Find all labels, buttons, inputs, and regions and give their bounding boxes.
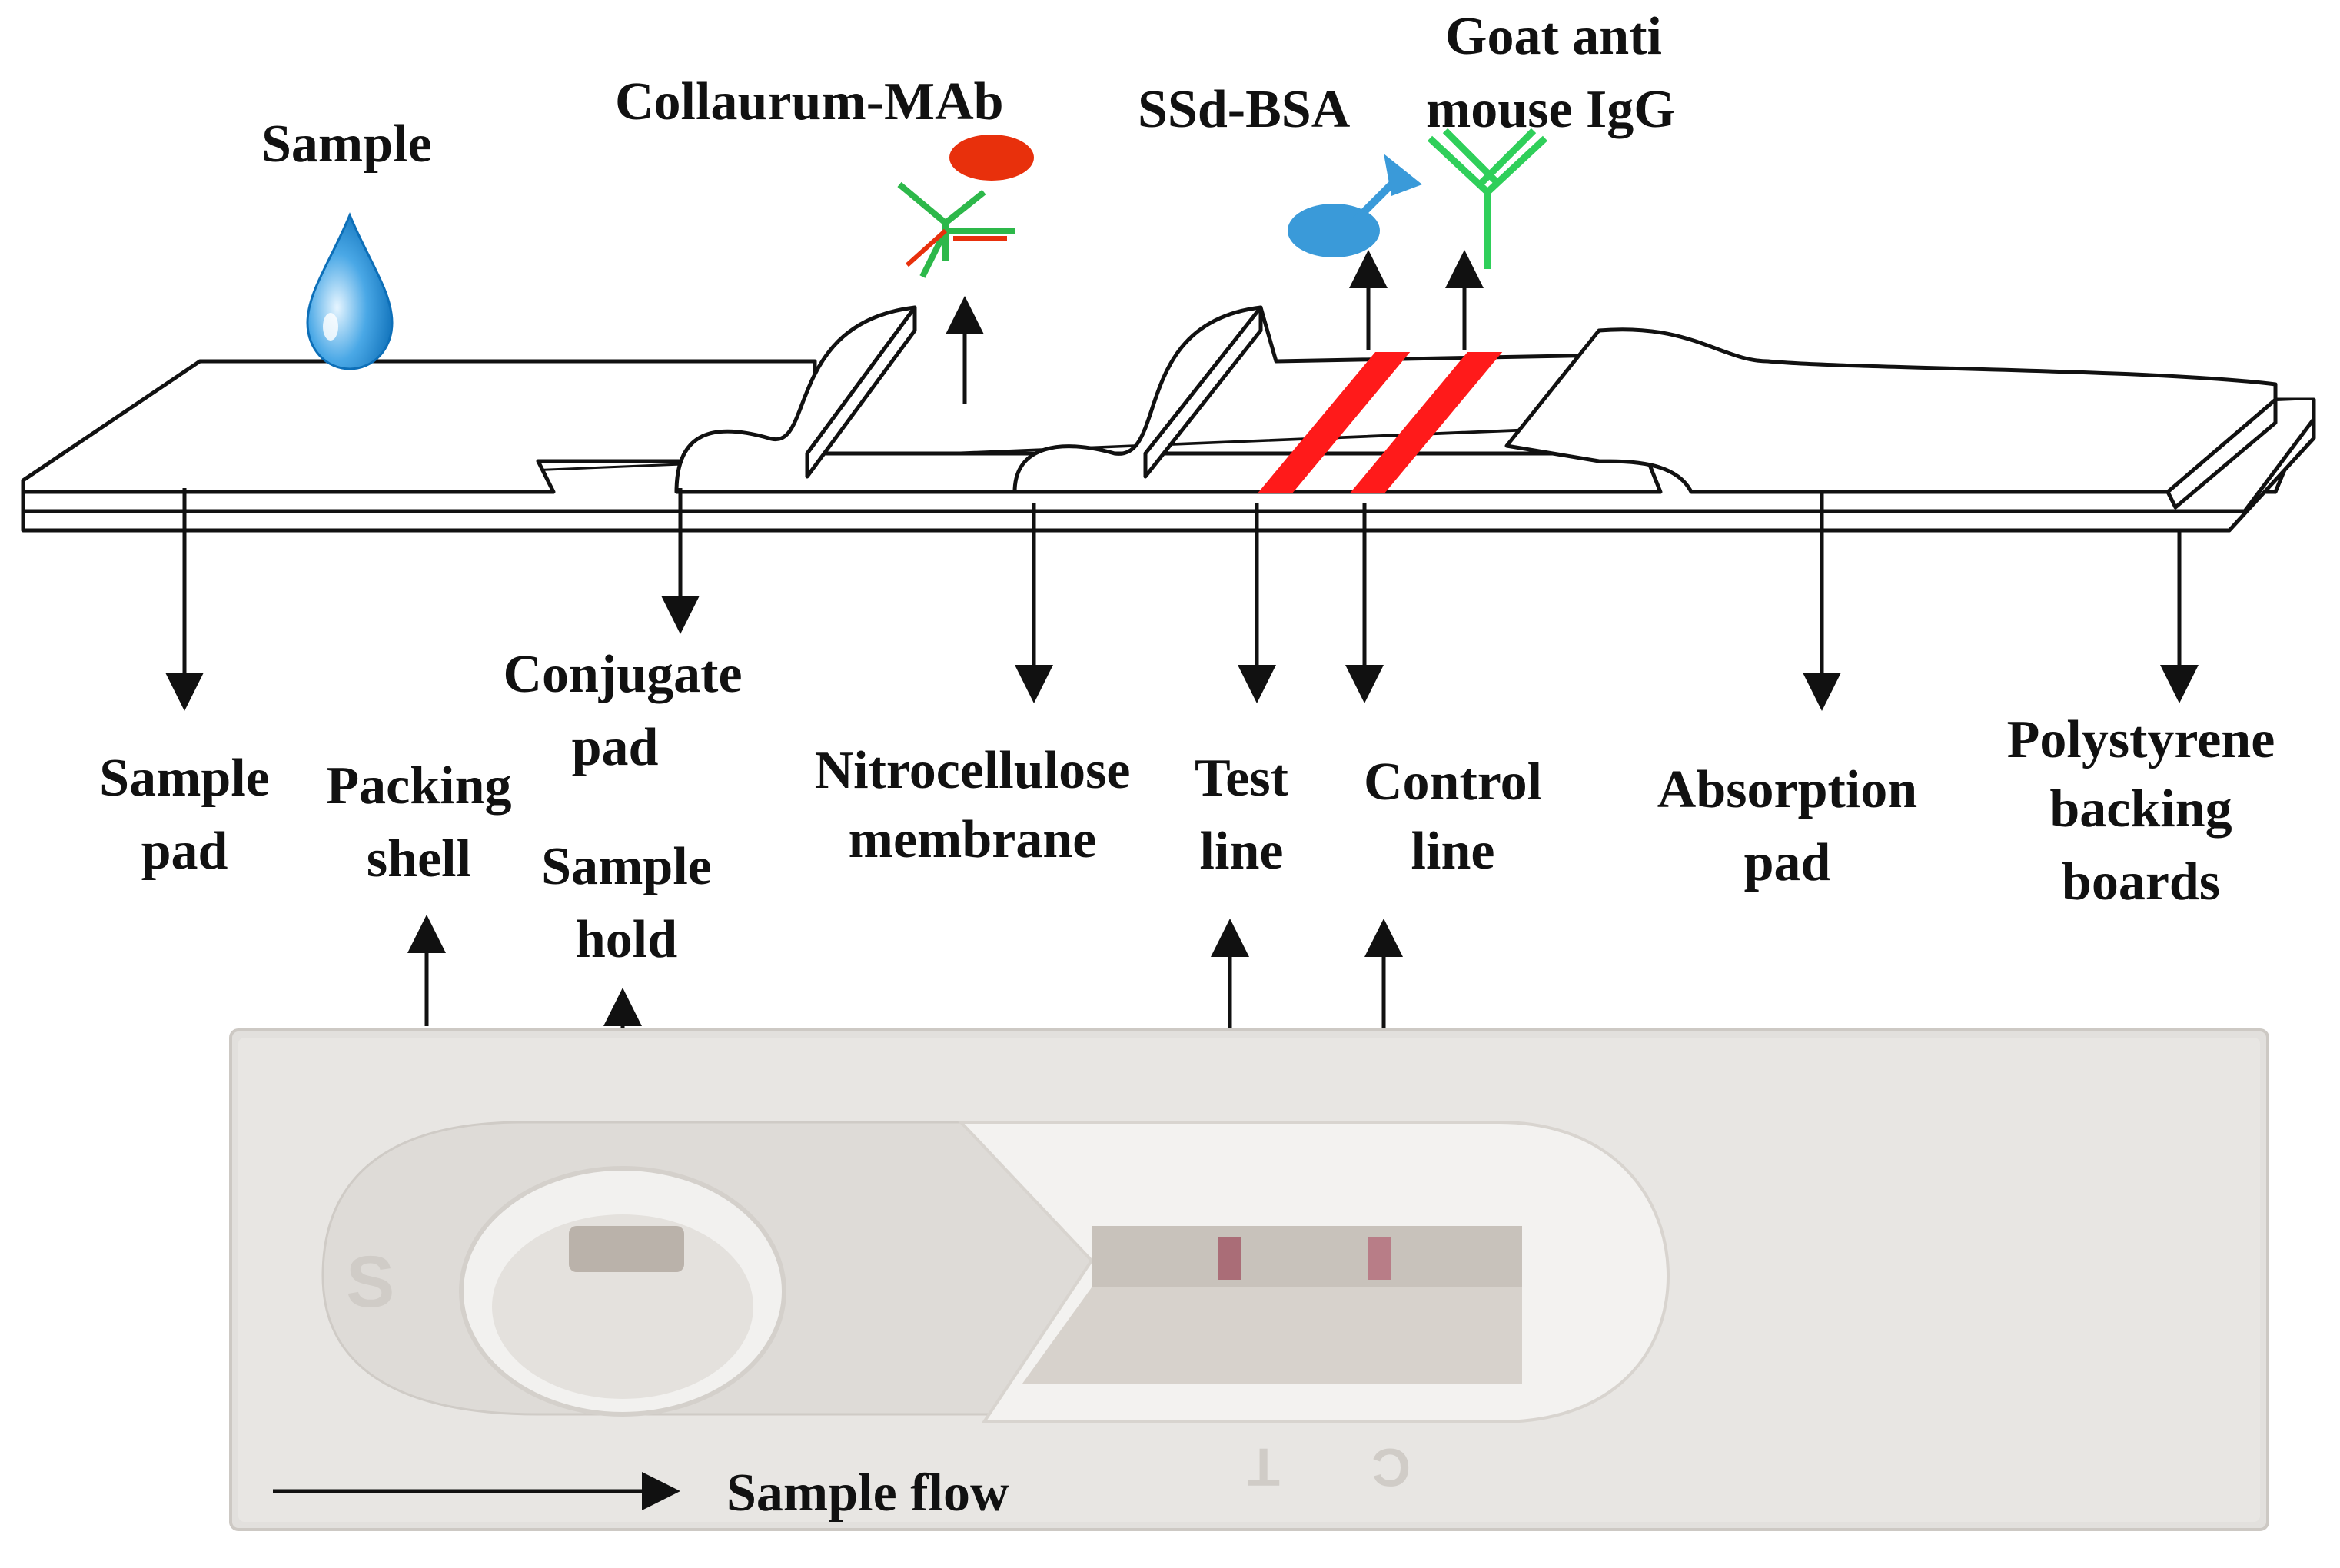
label-test-2: line — [1200, 822, 1284, 881]
sample-drop-icon — [306, 212, 394, 370]
label-control-1: Control — [1364, 752, 1542, 812]
label-conjugate-1: Conjugate — [503, 645, 742, 704]
sample-pad-shape — [21, 359, 817, 494]
label-packing-2: shell — [367, 829, 471, 889]
label-sample-flow: Sample flow — [726, 1463, 1009, 1523]
label-goat-anti-2: mouse IgG — [1426, 80, 1676, 139]
test-line-mark — [1257, 352, 1411, 493]
absorption-pad-shape — [1504, 327, 2278, 494]
label-sample-hold-1: Sample — [541, 837, 712, 896]
nitrocellulose-membrane-shape — [1012, 305, 1663, 494]
cassette-test-line — [1218, 1237, 1241, 1280]
control-line-mark — [1349, 352, 1503, 493]
label-sample-hold-2: hold — [576, 910, 677, 969]
label-sample-pad-1: Sample — [99, 749, 270, 808]
cassette-control-line — [1368, 1237, 1391, 1280]
label-packing-1: Packing — [326, 756, 511, 816]
cassette-letter-t: T — [1247, 1437, 1280, 1497]
label-sample-top: Sample — [261, 115, 432, 174]
label-poly-3: boards — [2062, 852, 2220, 912]
cassette-letter-s: S — [346, 1241, 394, 1323]
label-poly-1: Polystyrene — [2007, 710, 2275, 769]
goat-igg-icon — [1427, 128, 1548, 269]
label-conjugate-2: pad — [572, 718, 659, 777]
ssd-bsa-icon — [1288, 154, 1422, 257]
collaurum-mab-icon — [897, 135, 1034, 278]
label-nitro-1: Nitrocellulose — [815, 741, 1131, 800]
label-poly-2: backing — [2049, 779, 2232, 839]
label-goat-anti-1: Goat anti — [1445, 7, 1662, 66]
strip-lines — [1257, 352, 1503, 493]
cassette-letter-c: C — [1371, 1437, 1411, 1497]
test-cassette: S T C — [229, 1028, 2269, 1531]
label-absorption-1: Absorption — [1657, 760, 1917, 819]
conjugate-pad-shape — [674, 305, 1140, 494]
label-control-2: line — [1411, 822, 1495, 881]
test-strip — [21, 305, 2316, 533]
label-collaurum-mab: Collaurum-MAb — [615, 72, 1004, 131]
label-sample-pad-2: pad — [141, 822, 228, 881]
label-ssd-bsa: SSd-BSA — [1138, 80, 1351, 139]
label-absorption-2: pad — [1744, 833, 1831, 892]
result-window — [1092, 1226, 1522, 1287]
label-test-1: Test — [1195, 749, 1288, 808]
label-nitro-2: membrane — [849, 810, 1097, 869]
